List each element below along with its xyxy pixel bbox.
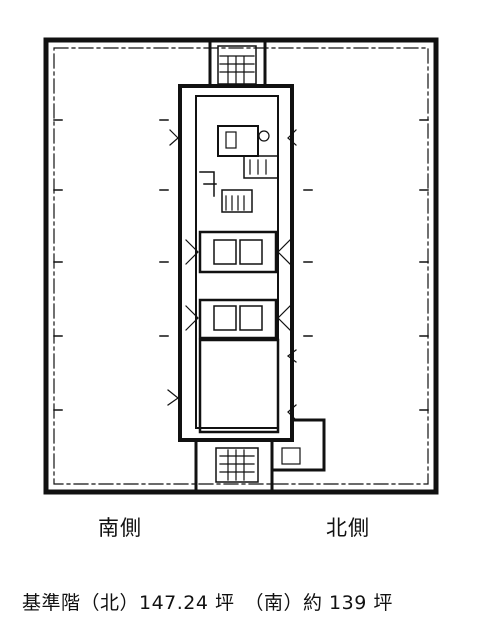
top-stair	[217, 45, 257, 85]
bottom-stair	[215, 447, 259, 483]
north-side-label: 北側	[326, 516, 370, 540]
toilet-room	[217, 125, 259, 157]
top-stair-notch	[208, 38, 267, 88]
elevator-hall-upper	[198, 230, 278, 274]
elevator-4	[239, 305, 263, 331]
floor-area-caption: 基準階（北）147.24 坪 （南）約 139 坪	[22, 592, 393, 614]
floor-plan	[43, 37, 439, 495]
core-inner-wall	[195, 95, 279, 429]
elevator-hall-lower	[198, 298, 278, 340]
outer-wall	[43, 37, 439, 495]
elevator-1	[213, 239, 237, 265]
elevator-2	[239, 239, 263, 265]
machine-room	[198, 338, 280, 434]
washroom	[243, 155, 279, 179]
window-line	[53, 47, 429, 485]
elevator-3	[213, 305, 237, 331]
bottom-stair-notch	[194, 438, 274, 492]
stair-upper	[221, 189, 253, 213]
annex-wall	[270, 418, 326, 472]
south-side-label: 南側	[98, 516, 142, 540]
core-wall	[178, 84, 294, 442]
